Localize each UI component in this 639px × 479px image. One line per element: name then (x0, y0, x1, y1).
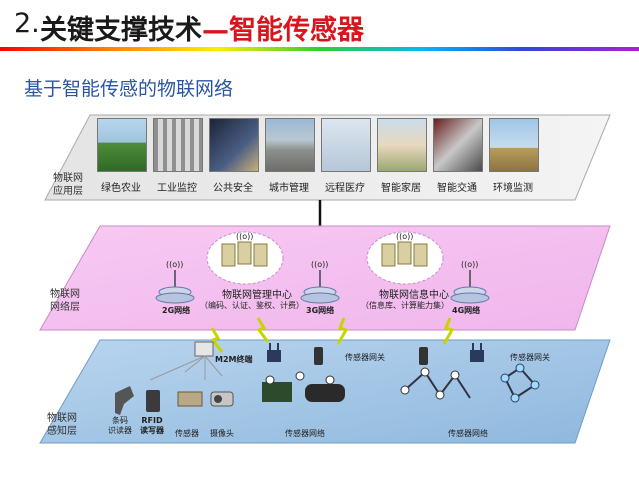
gateway-router-icon (470, 343, 484, 362)
perception-layer-name: 物联网 感知层 (47, 413, 77, 437)
app-thumb-smarthome (377, 118, 427, 172)
server-cluster-icon (206, 231, 284, 285)
antenna-tag: ((o)) (311, 260, 329, 269)
gateway-label: 传感器网关 (510, 353, 550, 362)
app-label: 远程医疗 (325, 183, 365, 194)
m2m-terminal-label: M2M终端 (215, 355, 253, 364)
handset-icon (314, 347, 428, 365)
page-title: 关键支撑技术—智能传感器 (40, 8, 364, 47)
wireless-link-icon (256, 317, 270, 343)
mgmt-center-label: 物联网管理中心 (222, 290, 292, 301)
app-label: 公共安全 (213, 183, 253, 194)
server-cluster-icon (366, 231, 444, 285)
rfid-reader-label: RFID 读写器 (140, 416, 164, 435)
sensor-network-icon (400, 363, 540, 403)
sensor-network-label: 传感器网络 (285, 429, 325, 438)
app-label: 绿色农业 (101, 183, 141, 194)
title-dash: — (202, 15, 229, 46)
sensor-network-label: 传感器网络 (448, 429, 488, 438)
barcode-reader-label: 条码 识读器 (108, 416, 132, 435)
net-2g-label: 2G网络 (162, 306, 191, 315)
app-label: 智能交通 (437, 183, 477, 194)
antenna-3g-icon (300, 270, 340, 304)
antenna-tag: ((o)) (236, 232, 254, 241)
barcode-reader-icon (115, 386, 134, 415)
rfid-reader-icon (146, 390, 160, 412)
app-thumb-traffic (433, 118, 483, 172)
wireless-link-icon (210, 327, 224, 353)
antenna-2g-icon (155, 270, 195, 304)
info-center-detail: （信息库、计算能力集） (361, 301, 449, 310)
m2m-terminal-icon (149, 341, 223, 381)
page-subtitle: 基于智能传感的物联网络 (24, 78, 234, 100)
antenna-4g-icon (450, 270, 490, 304)
app-label: 环境监测 (493, 183, 533, 194)
app-thumb-agriculture (97, 118, 147, 172)
gateway-router-icon (267, 343, 281, 362)
camera-icon (210, 391, 234, 407)
app-label: 工业监控 (157, 183, 197, 194)
sensor-label: 传感器 (175, 429, 199, 438)
app-thumb-environment (489, 118, 539, 172)
antenna-tag: ((o)) (166, 260, 184, 269)
network-layer-name: 物联网 网络层 (50, 289, 80, 313)
wireless-link-icon (442, 317, 455, 345)
antenna-tag: ((o)) (461, 260, 479, 269)
antenna-tag: ((o)) (396, 232, 414, 241)
app-label: 智能家居 (381, 183, 421, 194)
app-thumb-city (265, 118, 315, 172)
application-layer-name: 物联网 应用层 (53, 173, 83, 197)
wireless-link-icon (336, 317, 349, 345)
sensor-icon (177, 391, 203, 407)
net-4g-label: 4G网络 (452, 306, 481, 315)
network-layer-plane (39, 225, 611, 331)
gateway-label: 传感器网关 (345, 353, 385, 362)
app-thumb-medical (321, 118, 371, 172)
sensor-network-icon (262, 371, 345, 402)
title-number: 2. (14, 8, 40, 39)
rainbow-divider (0, 47, 639, 51)
app-thumb-security (209, 118, 259, 172)
app-label: 城市管理 (269, 183, 309, 194)
net-3g-label: 3G网络 (306, 306, 335, 315)
info-center-label: 物联网信息中心 (379, 290, 449, 301)
camera-label: 摄像头 (210, 429, 234, 438)
app-thumb-industrial (153, 118, 203, 172)
mgmt-center-detail: （编码、认证、鉴权、计费） (200, 301, 304, 310)
title-part2: 智能传感器 (229, 15, 364, 46)
title-part1: 关键支撑技术 (40, 15, 202, 46)
